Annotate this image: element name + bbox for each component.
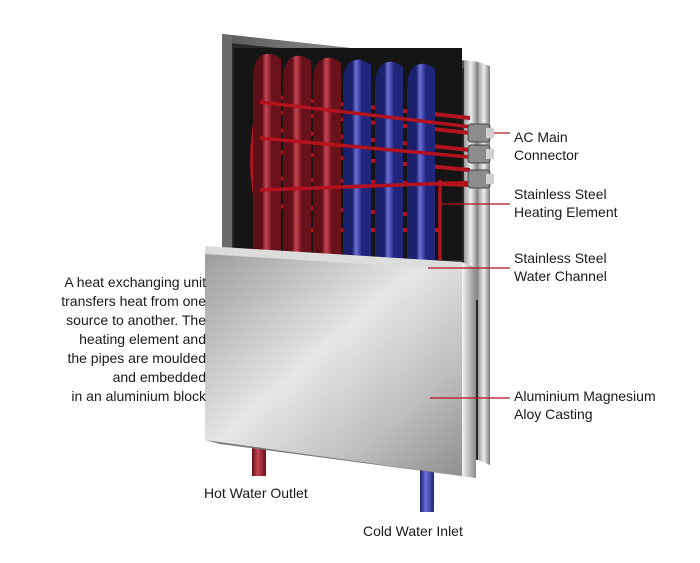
leader-lines (428, 132, 510, 399)
cold-pipe (375, 61, 403, 283)
description-line: heating element and (79, 331, 206, 347)
description-line: source to another. The (66, 312, 206, 328)
hot-pipe (253, 53, 281, 271)
aluminium-casting (205, 246, 476, 478)
cold-water-inlet-label: Cold Water Inlet (363, 523, 463, 539)
cold-water-pipes (343, 59, 435, 287)
cold-pipe (407, 63, 435, 287)
label-line: Stainless Steel (514, 250, 607, 266)
label-line: Aluminium Magnesium (514, 388, 656, 404)
label-line: Water Channel (514, 268, 607, 284)
cold-pipe (343, 59, 371, 279)
description-text: A heat exchanging unit transfers heat fr… (18, 273, 206, 406)
hot-pipe (283, 55, 311, 273)
description-line: and embedded (112, 369, 206, 385)
label-line: Stainless Steel (514, 186, 607, 202)
ac-connector (467, 123, 494, 189)
label-line: Aloy Casting (514, 406, 593, 422)
casting-label: Aluminium Magnesium Aloy Casting (514, 387, 656, 423)
description-line: in an aluminium block (71, 388, 206, 404)
heating-element-front (259, 100, 481, 260)
hot-water-pipes (253, 53, 341, 275)
description-line: A heat exchanging unit (64, 274, 206, 290)
description-line: the pipes are moulded (67, 350, 206, 366)
heating-element-label: Stainless Steel Heating Element (514, 185, 618, 221)
hot-water-outlet-label: Hot Water Outlet (204, 485, 308, 501)
ac-connector-label: AC Main Connector (514, 128, 579, 164)
description-line: transfers heat from one (61, 293, 206, 309)
hot-pipe (313, 57, 341, 275)
label-line: Connector (514, 147, 579, 163)
water-channel-label: Stainless Steel Water Channel (514, 249, 607, 285)
label-line: Heating Element (514, 204, 618, 220)
label-line: AC Main (514, 129, 568, 145)
